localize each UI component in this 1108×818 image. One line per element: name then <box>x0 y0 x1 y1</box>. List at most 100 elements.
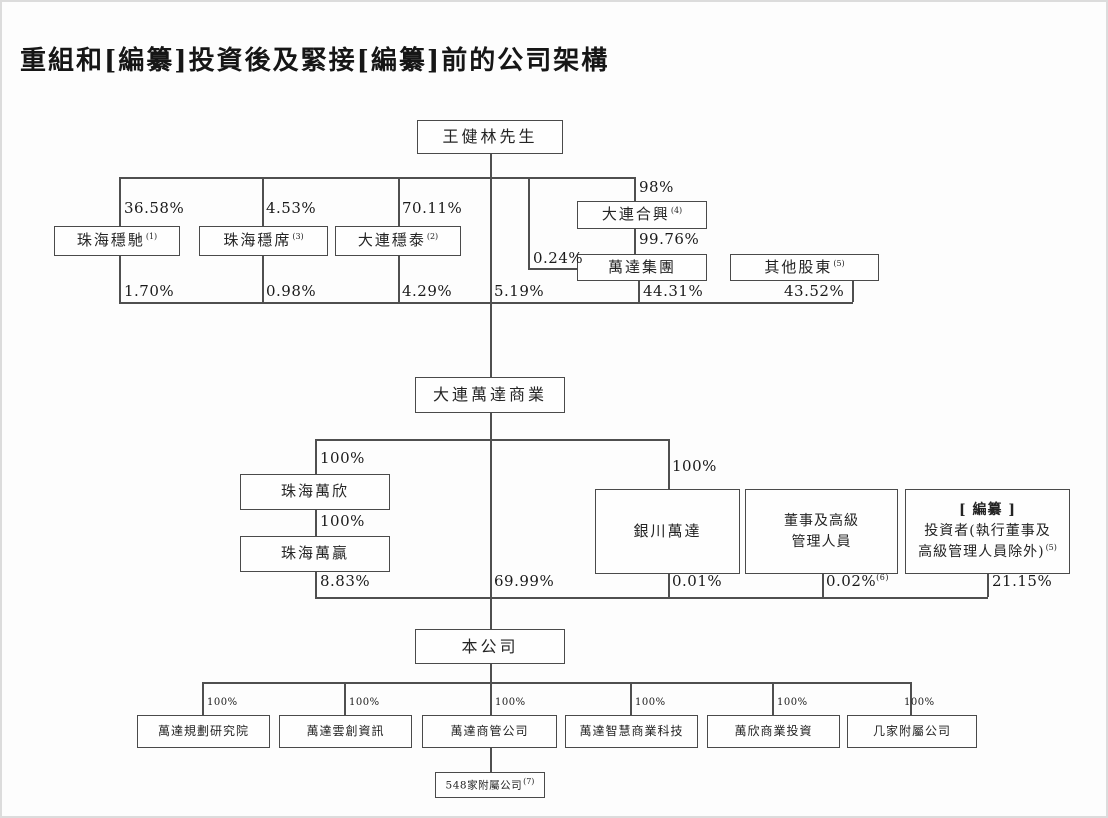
node-label: 萬欣商業投資 <box>734 723 813 738</box>
pct-sub6-up: 100% <box>904 697 935 708</box>
node-dalian-wanda-commercial: 大連萬達商業 <box>415 377 565 413</box>
node-548-subsidiaries: 548家附屬公司(7) <box>435 772 545 798</box>
pct-wang-direct: 5.19% <box>494 282 545 300</box>
node-label: 几家附屬公司 <box>872 723 951 738</box>
node-label: 其他股東(5) <box>764 257 845 276</box>
node-several-subsidiaries: 几家附屬公司 <box>847 715 977 748</box>
connector-line <box>910 682 912 715</box>
node-other-shareholders: 其他股東(5) <box>730 254 879 281</box>
connector-line <box>490 682 492 715</box>
node-wanda-planning-institute: 萬達規劃研究院 <box>137 715 270 748</box>
node-zhuhai-wenxi: 珠海穩席(3) <box>199 226 328 256</box>
pct-wanying-down: 8.83% <box>320 572 371 590</box>
node-label: 董事及高級 管理人員 <box>784 512 859 550</box>
node-label: 萬達商管公司 <box>450 723 529 738</box>
pct-wanying-up: 100% <box>320 512 365 530</box>
connector-line <box>119 256 121 302</box>
pct-wenchi-down: 1.70% <box>124 282 175 300</box>
node-wanda-yunchuang-info: 萬達雲創資訊 <box>279 715 412 748</box>
node-label: 王健林先生 <box>442 127 538 147</box>
connector-line <box>668 574 670 597</box>
node-wanda-group: 萬達集團 <box>577 254 707 281</box>
node-wanda-smart-commercial-tech: 萬達智慧商業科技 <box>565 715 698 748</box>
pct-group-up: 99.76% <box>639 230 700 248</box>
connector-line <box>822 574 824 597</box>
node-label: 本公司 <box>461 636 519 656</box>
node-label: 萬達雲創資訊 <box>306 723 385 738</box>
node-label: 大連合興(4) <box>601 205 683 224</box>
node-label: 大連穩泰(2) <box>357 231 439 250</box>
node-dalian-wentai: 大連穩泰(2) <box>335 226 461 256</box>
connector-line <box>315 597 988 599</box>
connector-line <box>344 682 346 715</box>
node-the-company: 本公司 <box>415 629 565 664</box>
connector-line <box>315 439 669 441</box>
pct-wentai-up: 70.11% <box>402 199 463 217</box>
connector-line <box>634 229 636 254</box>
connector-line <box>398 256 400 302</box>
connector-line <box>398 177 400 226</box>
node-label: [ 編纂 ] 投資者(執行董事及 高級管理人員除外)(5) <box>918 502 1057 560</box>
connector-line <box>119 302 853 304</box>
node-label: 珠海萬欣 <box>280 482 349 501</box>
pct-wenxi-up: 4.53% <box>266 199 317 217</box>
node-label: 萬達集團 <box>607 257 676 276</box>
connector-line <box>315 439 317 474</box>
node-yinchuan-wanda: 銀川萬達 <box>595 489 740 574</box>
node-wanxin-commercial-investment: 萬欣商業投資 <box>707 715 840 748</box>
pct-sub1-up: 100% <box>207 697 238 708</box>
pct-wenchi-up: 36.58% <box>124 199 185 217</box>
node-wanda-commercial-mgmt-co: 萬達商管公司 <box>422 715 557 748</box>
pct-sub3-up: 100% <box>495 697 526 708</box>
connector-line <box>490 413 492 597</box>
connector-line <box>119 177 635 179</box>
connector-line <box>987 574 989 597</box>
node-label: 548家附屬公司(7) <box>445 777 535 792</box>
connector-line <box>262 177 264 226</box>
pct-wanxin-up: 100% <box>320 449 365 467</box>
node-zhuhai-wanying: 珠海萬贏 <box>240 536 390 572</box>
node-label: 萬達智慧商業科技 <box>579 723 684 738</box>
connector-line <box>528 268 577 270</box>
connector-line <box>490 748 492 772</box>
node-label: 大連萬達商業 <box>432 385 547 405</box>
node-wang-jianlin: 王健林先生 <box>417 120 563 154</box>
connector-line <box>119 177 121 226</box>
connector-line <box>490 664 492 682</box>
pct-group-down: 44.31% <box>643 282 704 300</box>
pct-wang-to-group: 0.24% <box>533 249 584 267</box>
connector-line <box>638 281 640 302</box>
node-directors-senior-management: 董事及高級 管理人員 <box>745 489 898 574</box>
pct-wenxi-down: 0.98% <box>266 282 317 300</box>
pct-sub2-up: 100% <box>349 697 380 708</box>
pct-hexing-up: 98% <box>639 178 674 196</box>
connector-line <box>315 572 317 597</box>
pct-others-down: 43.52% <box>784 282 845 300</box>
pct-sub4-up: 100% <box>635 697 666 708</box>
node-label: 珠海穩席(3) <box>223 231 304 250</box>
connector-line <box>528 177 530 269</box>
connector-line <box>634 177 636 201</box>
pct-yinchuan-up: 100% <box>672 457 717 475</box>
pct-directors-down: 0.02%(6) <box>826 572 889 590</box>
node-label: 萬達規劃研究院 <box>157 723 249 738</box>
connector-line <box>490 597 492 629</box>
node-zhuhai-wanxin: 珠海萬欣 <box>240 474 390 510</box>
pct-sub5-up: 100% <box>777 697 808 708</box>
connector-line <box>668 439 670 489</box>
node-zhuhai-wenchi: 珠海穩馳(1) <box>54 226 180 256</box>
pct-investors-down: 21.15% <box>992 572 1053 590</box>
node-dalian-hexing: 大連合興(4) <box>577 201 707 229</box>
connector-line <box>262 256 264 302</box>
connector-line <box>852 281 854 302</box>
connector-line <box>202 682 912 684</box>
connector-line <box>490 154 492 377</box>
page-title: 重組和[編纂]投資後及緊接[編纂]前的公司架構 <box>20 46 610 76</box>
node-label: 珠海萬贏 <box>280 544 349 563</box>
connector-line <box>202 682 204 715</box>
pct-yinchuan-down: 0.01% <box>672 572 723 590</box>
node-label: 珠海穩馳(1) <box>76 231 158 250</box>
pct-dwc-direct: 69.99% <box>494 572 555 590</box>
connector-line <box>630 682 632 715</box>
